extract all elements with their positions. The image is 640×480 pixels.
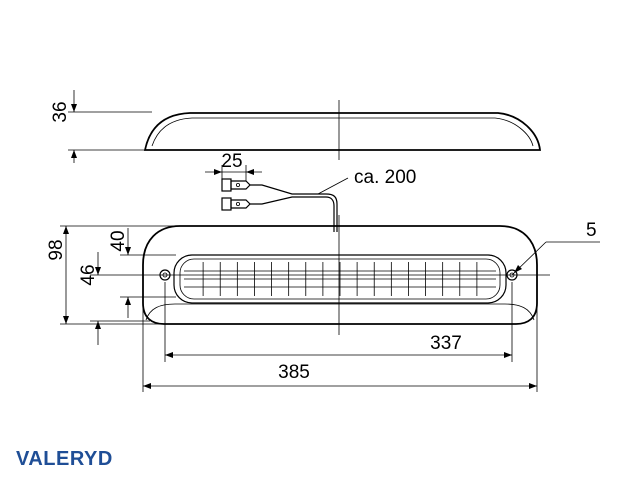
dim-46-label: 46 — [78, 264, 99, 285]
dim-25-arrow-left — [214, 169, 222, 175]
housing-outline — [142, 225, 538, 325]
dim-40-arrow-bottom — [125, 297, 131, 305]
dim-98-arrow-top — [63, 226, 69, 234]
dim-5-label: 5 — [586, 220, 597, 241]
dim-25-arrow-right — [246, 169, 254, 175]
connector-sleeve-1 — [221, 178, 232, 192]
side-view-inner-line — [151, 117, 534, 147]
cable-wire-2 — [250, 196, 335, 232]
housing-flange-line — [145, 303, 535, 321]
dim-25-label: 25 — [221, 151, 242, 172]
dim-385-label: 385 — [278, 362, 310, 383]
dim-98-arrow-bottom — [63, 316, 69, 324]
dim-46-arrow-bottom — [95, 321, 101, 329]
lens-inner-outline — [179, 258, 501, 300]
dim-46-arrow-top — [95, 267, 101, 275]
dim-98-label: 98 — [46, 239, 67, 260]
dim-337-arrow-left — [165, 352, 173, 358]
lens-outline — [173, 254, 507, 304]
front-view: 5 98 40 46 337 — [46, 215, 600, 392]
dim-5-arrow — [514, 265, 522, 273]
dim-40-arrow-top — [125, 247, 131, 255]
dim-36-arrow-bottom — [71, 150, 77, 158]
cable-wire-1 — [250, 184, 338, 232]
connector-pin-2 — [235, 201, 240, 206]
dim-337-label: 337 — [430, 333, 462, 354]
dim-385-arrow-right — [529, 383, 537, 389]
dim-36-arrow-top — [71, 104, 77, 112]
side-view: 36 — [50, 90, 542, 163]
dim-385-arrow-left — [143, 383, 151, 389]
cable-length-leader — [317, 177, 349, 195]
connector-sleeve-2 — [221, 197, 232, 211]
connector-terminal-1 — [230, 180, 251, 190]
lens-grid — [184, 262, 496, 296]
side-view-outline — [143, 112, 542, 151]
cable-assembly: 25 ca. 200 — [205, 151, 416, 232]
dim-337-arrow-right — [504, 352, 512, 358]
brand-logo: VALERYD — [16, 448, 113, 470]
cable-length-label: ca. 200 — [354, 167, 416, 188]
connector-pin-1 — [235, 182, 240, 187]
dim-40-label: 40 — [108, 230, 129, 251]
connector-terminal-2 — [230, 199, 251, 209]
dim-36-label: 36 — [50, 101, 71, 122]
